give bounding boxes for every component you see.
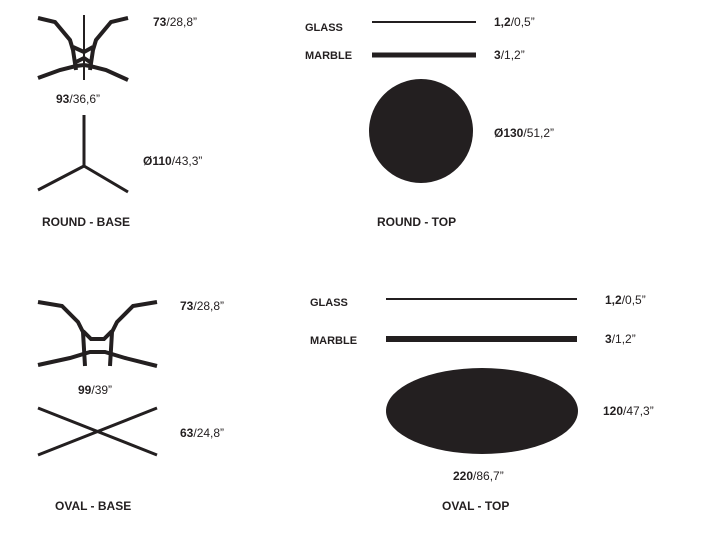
round-marble-thickness: 3/1,2” [494, 48, 525, 62]
oval-top-shape [386, 368, 578, 454]
oval-height-dimension: 73/28,8” [180, 299, 224, 313]
round-height-dimension: 73/28,8” [153, 15, 197, 29]
oval-glass-label: GLASS [310, 297, 348, 309]
round-top-shape [369, 79, 473, 183]
value-inches: /0,5” [621, 293, 646, 307]
value-inches: /47,3” [623, 404, 654, 418]
value-inches: /24,8” [193, 426, 225, 440]
round-top-diameter: Ø130/51,2” [494, 126, 554, 140]
round-base-diameter-dimension: Ø110/43,3” [143, 154, 202, 168]
oval-base-width-dimension: 99/39” [78, 383, 112, 397]
value-inches: /51,2” [523, 126, 555, 140]
oval-base-title: OVAL - BASE [55, 499, 132, 513]
round-marble-label: MARBLE [305, 50, 353, 62]
round-base-title: ROUND - BASE [42, 215, 131, 229]
oval-top-title: OVAL - TOP [442, 499, 510, 513]
value: 73 [180, 299, 194, 313]
oval-marble-thickness: 3/1,2” [605, 332, 636, 346]
value-inches: /86,7” [473, 469, 504, 483]
round-base-side-view [37, 15, 129, 82]
oval-base-depth-dimension: 63/24,8” [180, 426, 224, 440]
value-inches: /1,2” [500, 48, 525, 62]
value: 1,2 [605, 293, 622, 307]
value: Ø130 [494, 126, 524, 140]
oval-base-top-view [37, 406, 158, 457]
value: 63 [180, 426, 194, 440]
value-inches: /28,8” [166, 15, 198, 29]
oval-base-side-view [37, 300, 158, 368]
value: 220 [453, 469, 474, 483]
value: 3 [494, 48, 501, 62]
round-glass-thickness: 1,2/0,5” [494, 15, 535, 29]
value-inches: /0,5” [510, 15, 535, 29]
round-top-title: ROUND - TOP [377, 215, 457, 229]
value: 99 [78, 383, 92, 397]
round-base-top-view [37, 115, 129, 194]
value-inches: /1,2” [611, 332, 636, 346]
value: 3 [605, 332, 612, 346]
oval-glass-thickness: 1,2/0,5” [605, 293, 646, 307]
value-inches: /36,6” [69, 92, 101, 106]
value: 120 [603, 404, 624, 418]
oval-top-length: 220/86,7” [453, 469, 504, 483]
oval-top-width: 120/47,3” [603, 404, 654, 418]
round-base-width-dimension: 93/36,6” [56, 92, 100, 106]
value-inches: /28,8” [193, 299, 225, 313]
value: 73 [153, 15, 167, 29]
round-glass-label: GLASS [305, 22, 343, 34]
value: 93 [56, 92, 70, 106]
oval-marble-label: MARBLE [310, 335, 358, 347]
value-inches: /39” [91, 383, 113, 397]
value: Ø110 [143, 154, 172, 168]
value: 1,2 [494, 15, 511, 29]
value-inches: /43,3” [171, 154, 203, 168]
